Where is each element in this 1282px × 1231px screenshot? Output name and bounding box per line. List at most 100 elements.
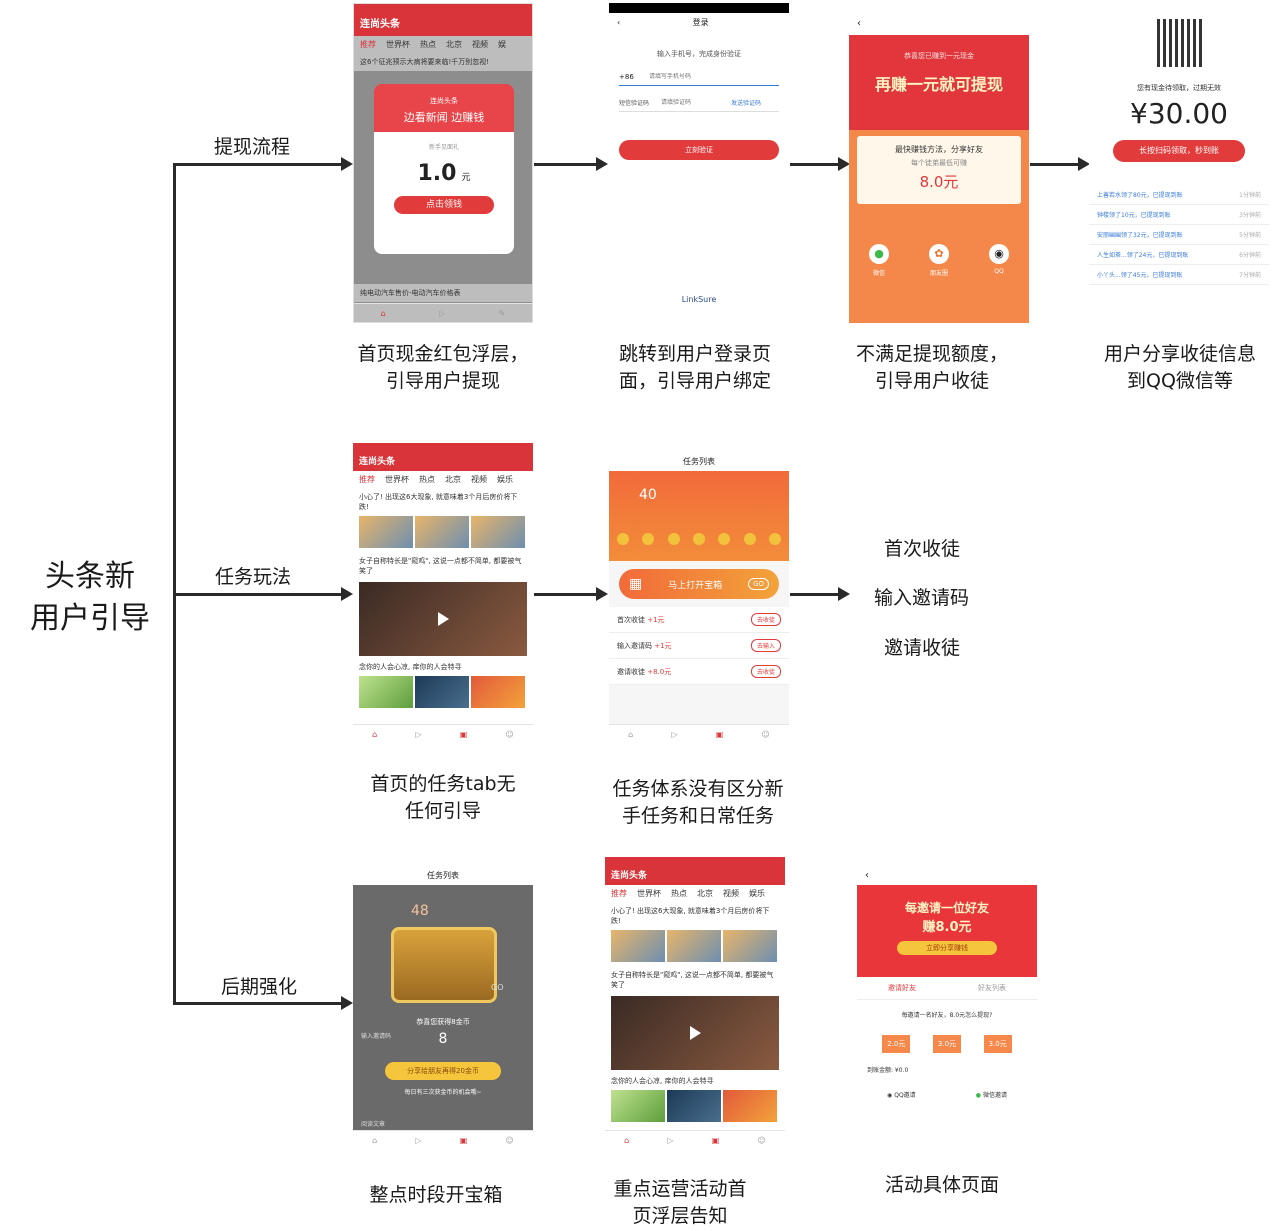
banner-top: 恭喜您已赚到一元现金 [904, 52, 974, 60]
tab-welfare-icon[interactable]: ▣ [459, 1135, 468, 1145]
task-row[interactable]: 输入邀请码 +1元 去输入 [609, 633, 789, 659]
tab-video-icon[interactable]: ▷ [667, 1135, 674, 1145]
tab-home[interactable]: ⌂ [628, 729, 634, 739]
task-action-button[interactable]: 去收徒 [750, 613, 781, 626]
user-icon[interactable]: ✎ [498, 308, 506, 318]
caption-feed-2: 重点运营活动首 页浮层告知 [613, 1178, 747, 1227]
video-thumb[interactable] [359, 582, 527, 656]
tab-home[interactable]: ⌂ [372, 1135, 378, 1145]
claim-button[interactable]: 点击领钱 [394, 196, 494, 214]
tab-video[interactable]: 视频 [723, 889, 739, 898]
share-moments[interactable]: ✿ 朋友圈 [929, 244, 949, 277]
tab-welfare-icon[interactable]: ▣ [715, 729, 724, 739]
tab-me-icon[interactable]: ☺ [505, 729, 514, 739]
code-input[interactable] [661, 98, 731, 107]
tab-invite-friends[interactable]: 邀请好友 [888, 984, 916, 992]
tab-beijing[interactable]: 北京 [446, 40, 462, 49]
tab-home[interactable]: ⌂ [372, 729, 378, 739]
tab-recommend[interactable]: 推荐 [360, 40, 376, 49]
share-chest-button[interactable]: 分享给朋友再得20金币 [385, 1062, 501, 1080]
share-wechat[interactable]: ● 微信 [869, 244, 889, 277]
home-icon[interactable]: ⌂ [380, 308, 386, 318]
tab-friend-list[interactable]: 好友列表 [978, 984, 1006, 992]
verify-button[interactable]: 立刻验证 [619, 140, 779, 160]
tab-video-icon[interactable]: ▷ [671, 729, 678, 739]
tab-hot[interactable]: 热点 [419, 475, 435, 484]
tab-video-icon[interactable]: ▷ [415, 1135, 422, 1145]
banner-main: 再赚一元就可提现 [874, 75, 1003, 94]
tab-me-icon[interactable]: ☺ [757, 1135, 766, 1145]
task-row[interactable]: 首次收徒 +1元 去收徒 [609, 607, 789, 633]
moments-icon: ✿ [929, 244, 949, 264]
phone-input[interactable] [649, 73, 749, 81]
news-item[interactable]: 念你的人会心凉, 痒你的人会特寻 [605, 1072, 785, 1090]
login-title: 登录 [692, 17, 709, 27]
popup-unit: 元 [461, 173, 471, 183]
tab-beijing[interactable]: 北京 [445, 475, 461, 484]
login-hint: 输入手机号，完成身份验证 [657, 50, 741, 58]
tab-recommend[interactable]: 推荐 [611, 889, 627, 898]
arrow-r1-b-line [790, 163, 838, 166]
share-earn-button[interactable]: 立即分享赚钱 [897, 941, 997, 955]
news-item[interactable]: 小心了! 出现这6大现象, 就意味着3个月后房价将下跌! [353, 488, 533, 516]
news-item[interactable]: 这6个征兆预示大病将要来临!千万别忽视! [354, 53, 532, 71]
send-code-button[interactable]: 发送验证码 [731, 100, 762, 107]
invite-qq-button[interactable]: ◉ QQ邀请 [887, 1092, 916, 1099]
tab-welfare-icon[interactable]: ▣ [711, 1135, 720, 1145]
checkin-coins [617, 533, 781, 545]
tab-worldcup[interactable]: 世界杯 [385, 475, 409, 484]
chest-text: 马上打开宝箱 [668, 580, 723, 591]
video-icon[interactable]: ▷ [439, 308, 446, 318]
invite-wechat-button[interactable]: ● 微信邀请 [975, 1092, 1007, 1099]
task-action-button[interactable]: 去输入 [750, 639, 781, 652]
back-icon[interactable]: ‹ [849, 13, 1029, 35]
country-code[interactable]: +86 [619, 73, 634, 81]
scan-claim-button[interactable]: 长按扫码领取，秒到账 [1113, 140, 1245, 162]
news-item[interactable]: 女子自称特长是"窥鸡", 这说一点都不简单, 都要被气笑了 [605, 966, 785, 994]
bottom-news[interactable]: 纯电动汽车售价-电动汽车价格表 [354, 284, 532, 302]
tab-ent[interactable]: 娱 [498, 40, 506, 49]
news-item[interactable]: 小心了! 出现这6大现象, 就意味着3个月后房价将下跌! [605, 902, 785, 930]
tab-welfare-icon[interactable]: ▣ [459, 729, 468, 739]
back-icon[interactable]: ‹ [617, 17, 621, 27]
tab-me-icon[interactable]: ☺ [505, 1135, 514, 1145]
tab-video-icon[interactable]: ▷ [415, 729, 422, 739]
screen-treasure-chest: 任务列表 48 恭喜您获得8金币 8 输入邀请码 分享给朋友再得20金币 每日有… [353, 857, 533, 1149]
tab-ent[interactable]: 娱乐 [497, 475, 513, 484]
tab-hot[interactable]: 热点 [420, 40, 436, 49]
popup-slogan: 边看新闻 边赚钱 [403, 111, 485, 124]
tab-me-icon[interactable]: ☺ [761, 729, 770, 739]
task-action-button[interactable]: 去收徒 [750, 665, 781, 678]
chest-coins: 48 [411, 903, 429, 919]
tab-beijing[interactable]: 北京 [697, 889, 713, 898]
close-icon[interactable] [360, 14, 368, 22]
screen-feed-2: 连尚头条 推荐 世界杯 热点 北京 视频 娱乐 小心了! 出现这6大现象, 就意… [605, 857, 785, 1149]
tab-ent[interactable]: 娱乐 [749, 889, 765, 898]
tab-video[interactable]: 视频 [471, 475, 487, 484]
tab-recommend[interactable]: 推荐 [359, 475, 375, 484]
tab-worldcup[interactable]: 世界杯 [386, 40, 410, 49]
tab-worldcup[interactable]: 世界杯 [637, 889, 661, 898]
chest-go-button[interactable]: GO [491, 983, 504, 992]
back-icon[interactable]: ‹ [865, 870, 869, 881]
news-item[interactable]: 女子自称特长是"窥鸡", 这说一点都不简单, 都要被气笑了 [353, 552, 533, 580]
tab-home[interactable]: ⌂ [624, 1135, 630, 1145]
chest-go-button[interactable]: GO [748, 578, 769, 590]
chest-row-invite: 输入邀请码 [361, 1033, 392, 1040]
feed2-tabs: 推荐 世界杯 热点 北京 视频 娱乐 [605, 885, 785, 902]
chest-note: 每日有三次获金币的机会哦~ [404, 1089, 482, 1096]
tab-hot[interactable]: 热点 [671, 889, 687, 898]
news-item[interactable]: 念你的人会心凉, 痒你的人会特寻 [353, 658, 533, 676]
share-qq[interactable]: ◉ QQ [989, 244, 1009, 277]
tab-video[interactable]: 视频 [472, 40, 488, 49]
qr-code [1157, 19, 1205, 67]
home-tabs: 推荐 世界杯 热点 北京 视频 娱 [354, 36, 532, 53]
screen-task-list: 任务列表 40 ▦ 马上打开宝箱 GO 首次收徒 +1元 去收徒 输入邀请码 +… [609, 443, 789, 743]
branch-label-later: 后期强化 [221, 976, 298, 998]
screen-home-popup: 连尚头条 推荐 世界杯 热点 北京 视频 娱 这6个征兆预示大病将要来临!千万别… [353, 3, 533, 323]
coin-count: 40 [639, 487, 657, 503]
video-thumb[interactable] [611, 996, 779, 1070]
task-row[interactable]: 邀请收徒 +8.0元 去收徒 [609, 659, 789, 685]
